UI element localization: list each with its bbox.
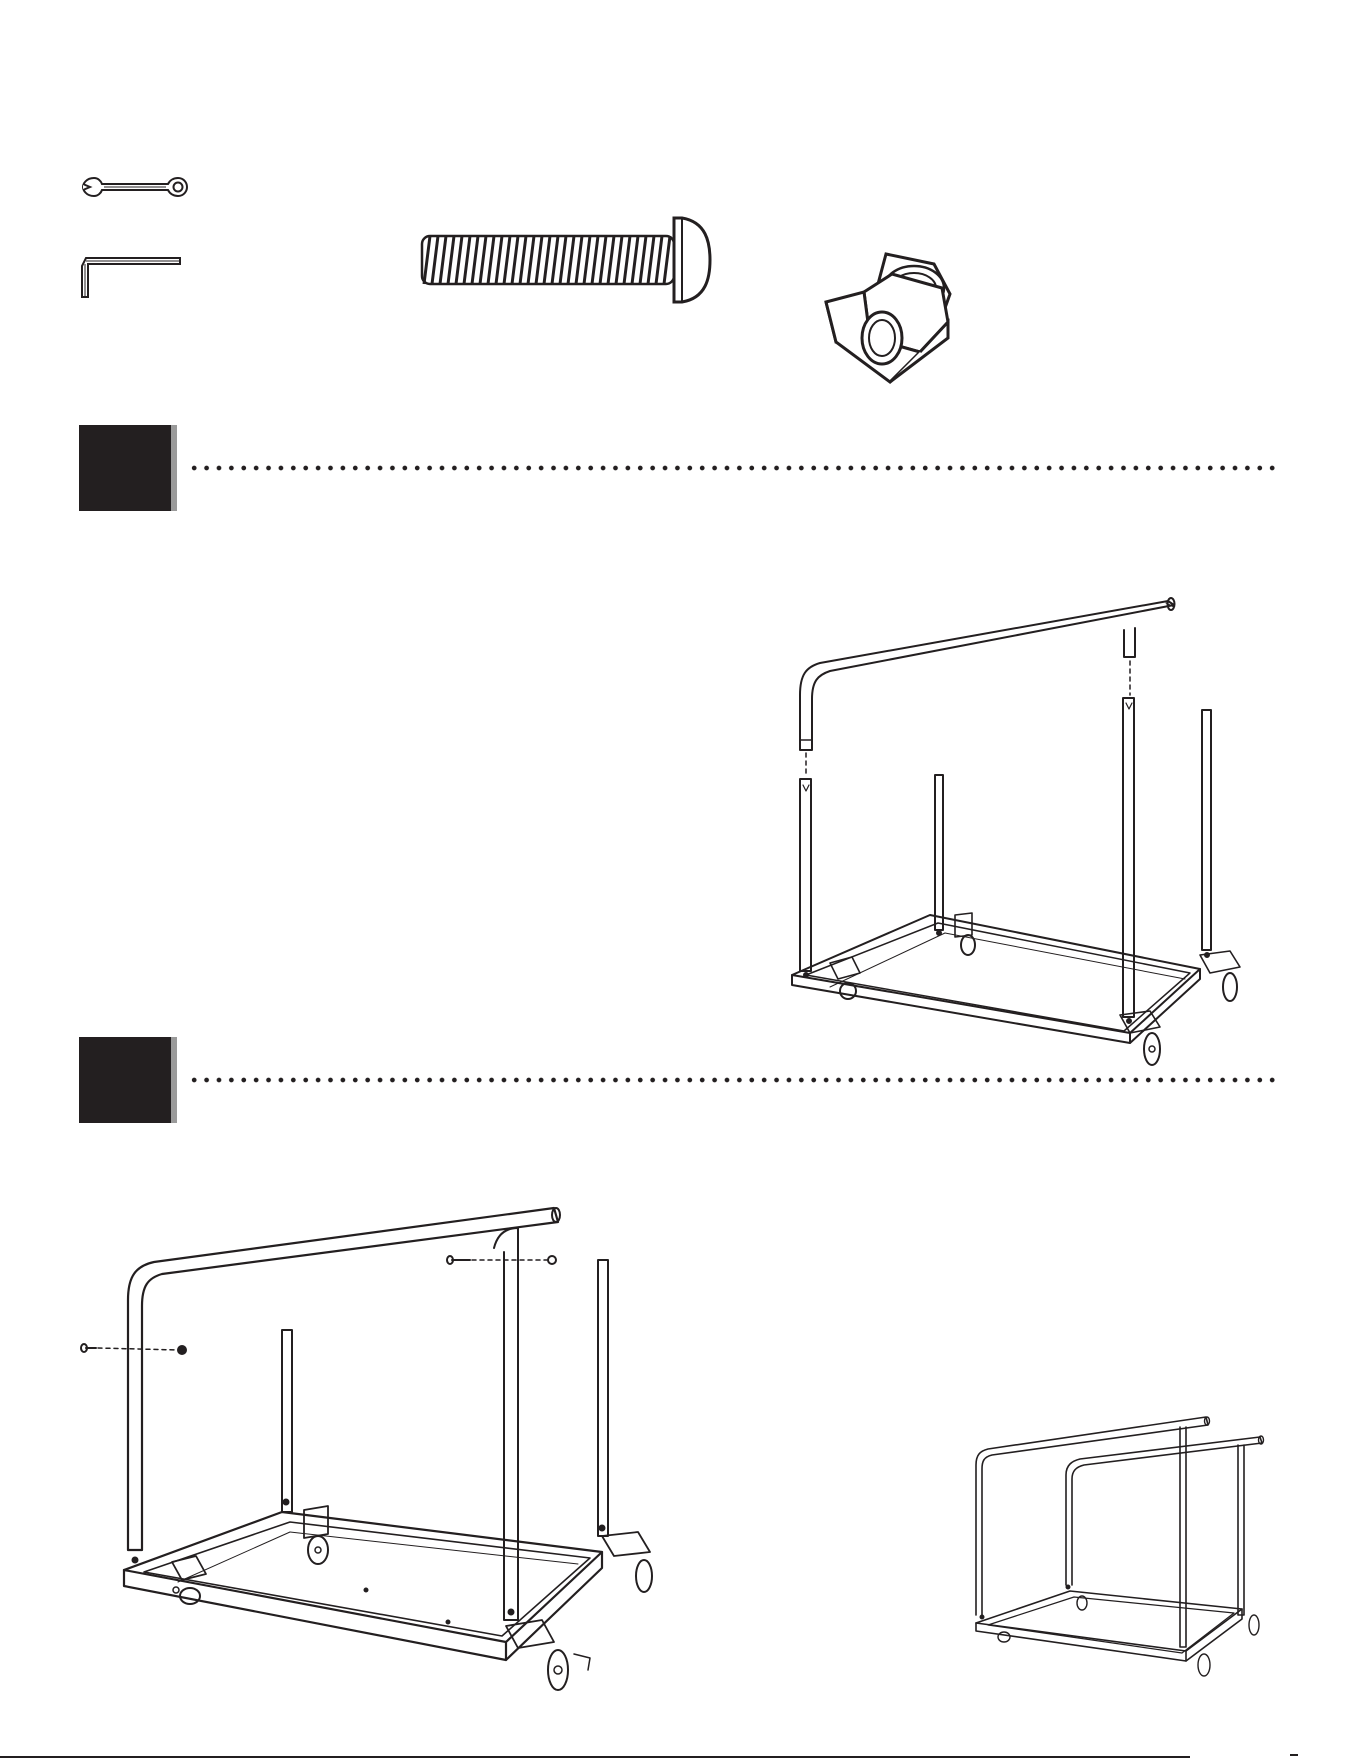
page-footer-rule [0, 1756, 1190, 1758]
front-left-post [800, 779, 811, 971]
back-left-post [282, 1330, 292, 1512]
step-marker-1 [79, 425, 172, 511]
back-right-post [598, 1260, 608, 1536]
button-head-bolt-icon [420, 212, 710, 308]
front-left-caster [172, 1556, 206, 1580]
right-nut [548, 1256, 556, 1264]
step-marker-2-block [79, 1037, 171, 1123]
handle-bar [128, 1208, 558, 1550]
step-1-divider [188, 465, 1280, 471]
finished-assembly-diagram [970, 1415, 1270, 1675]
step-marker-1-shadow [171, 425, 177, 511]
wrench-icon [80, 172, 190, 202]
allen-key-icon [80, 256, 184, 300]
right-bolt [447, 1256, 470, 1264]
page-footer-mark [1290, 1754, 1298, 1756]
handle-bar [800, 601, 1174, 750]
left-bolt [81, 1344, 96, 1352]
back-right-post [1202, 710, 1211, 950]
back-right-caster [602, 1532, 650, 1556]
step-marker-1-block [79, 425, 171, 511]
step-2-divider [188, 1077, 1280, 1083]
back-left-caster [304, 1506, 328, 1538]
handle-bolting-diagram [78, 1210, 678, 1680]
step-marker-2 [79, 1037, 172, 1123]
step-marker-2-shadow [171, 1037, 177, 1123]
handle-insertion-diagram [790, 595, 1280, 1095]
lock-nut-icon [824, 242, 964, 392]
base-frame [124, 1570, 506, 1660]
left-nut [178, 1346, 186, 1354]
back-left-post [935, 775, 943, 930]
back-left-caster [955, 913, 972, 937]
